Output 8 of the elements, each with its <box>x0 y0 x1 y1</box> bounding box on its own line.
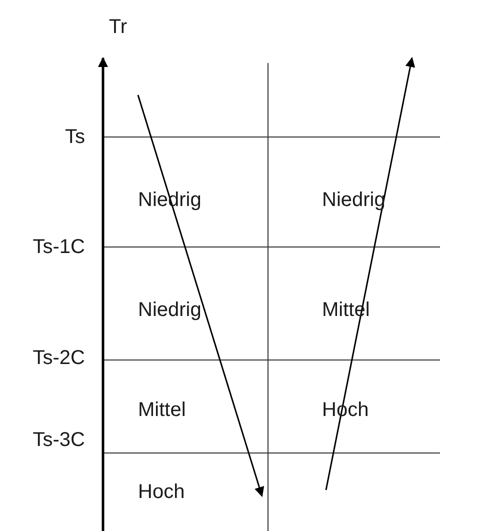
cell-text: Mittel <box>138 398 186 422</box>
axis-title: Tr <box>108 15 128 39</box>
cell-text: Hoch <box>138 480 185 504</box>
axis-tick-label: Ts-1C <box>32 235 85 259</box>
axis-tick-label: Ts-3C <box>32 428 85 452</box>
axis-tick-label: Ts-2C <box>32 346 85 370</box>
cell-text: Niedrig <box>138 298 202 322</box>
axis-tick-label: Ts <box>65 125 85 149</box>
